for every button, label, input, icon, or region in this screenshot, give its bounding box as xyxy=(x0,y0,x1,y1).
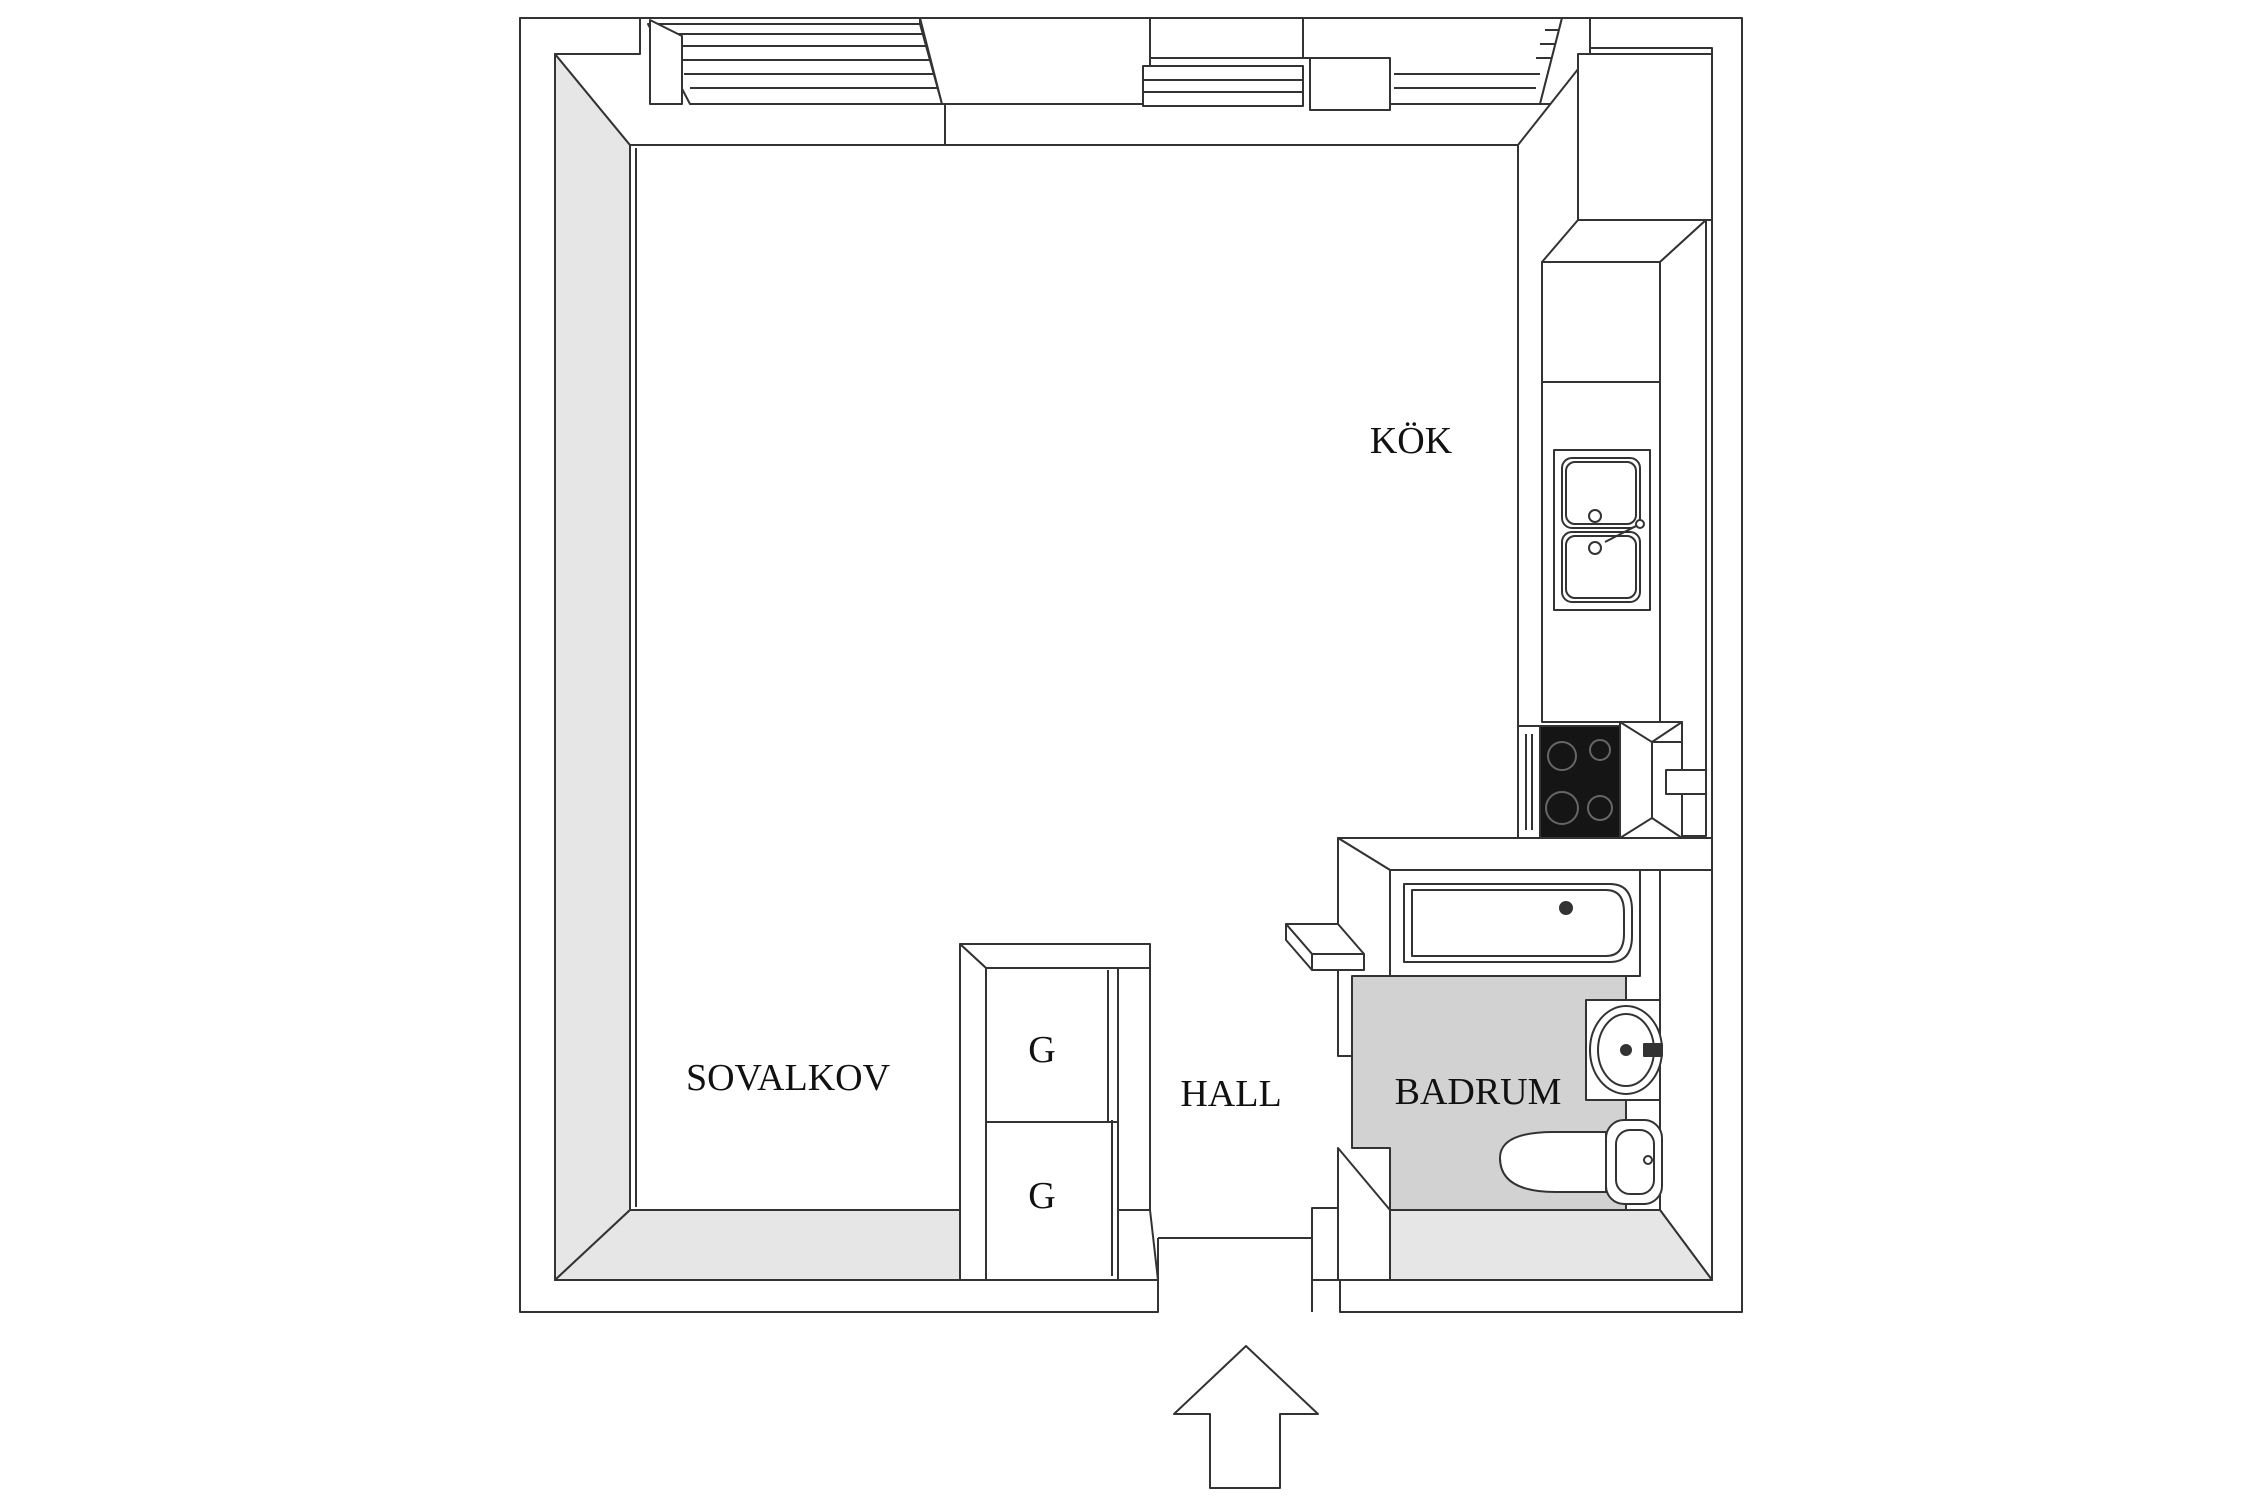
range-hood xyxy=(1619,721,1707,839)
wardrobe-block xyxy=(959,943,1159,1281)
room-label-bathroom: BADRUM xyxy=(1395,1071,1562,1113)
window-2 xyxy=(919,17,1304,107)
bathtub xyxy=(1389,869,1641,977)
window-frames xyxy=(649,17,1591,105)
entrance-sill xyxy=(1157,1237,1313,1312)
entrance-arrow xyxy=(1173,1345,1319,1489)
kitchen-sink xyxy=(1553,449,1651,611)
stove xyxy=(1517,725,1621,839)
left-wall xyxy=(554,53,961,1281)
bathroom-walls xyxy=(1285,837,1713,1281)
window-1 xyxy=(647,23,943,105)
wardrobe-label-2: G xyxy=(1028,1175,1055,1217)
wardrobe-label-1: G xyxy=(1028,1029,1055,1071)
room-label-sleeping-alcove: SOVALKOV xyxy=(686,1057,891,1099)
room-label-hall: HALL xyxy=(1180,1073,1281,1115)
toilet xyxy=(1499,1119,1663,1205)
room-label-kitchen: KÖK xyxy=(1370,420,1453,462)
wash-basin xyxy=(1585,999,1663,1101)
